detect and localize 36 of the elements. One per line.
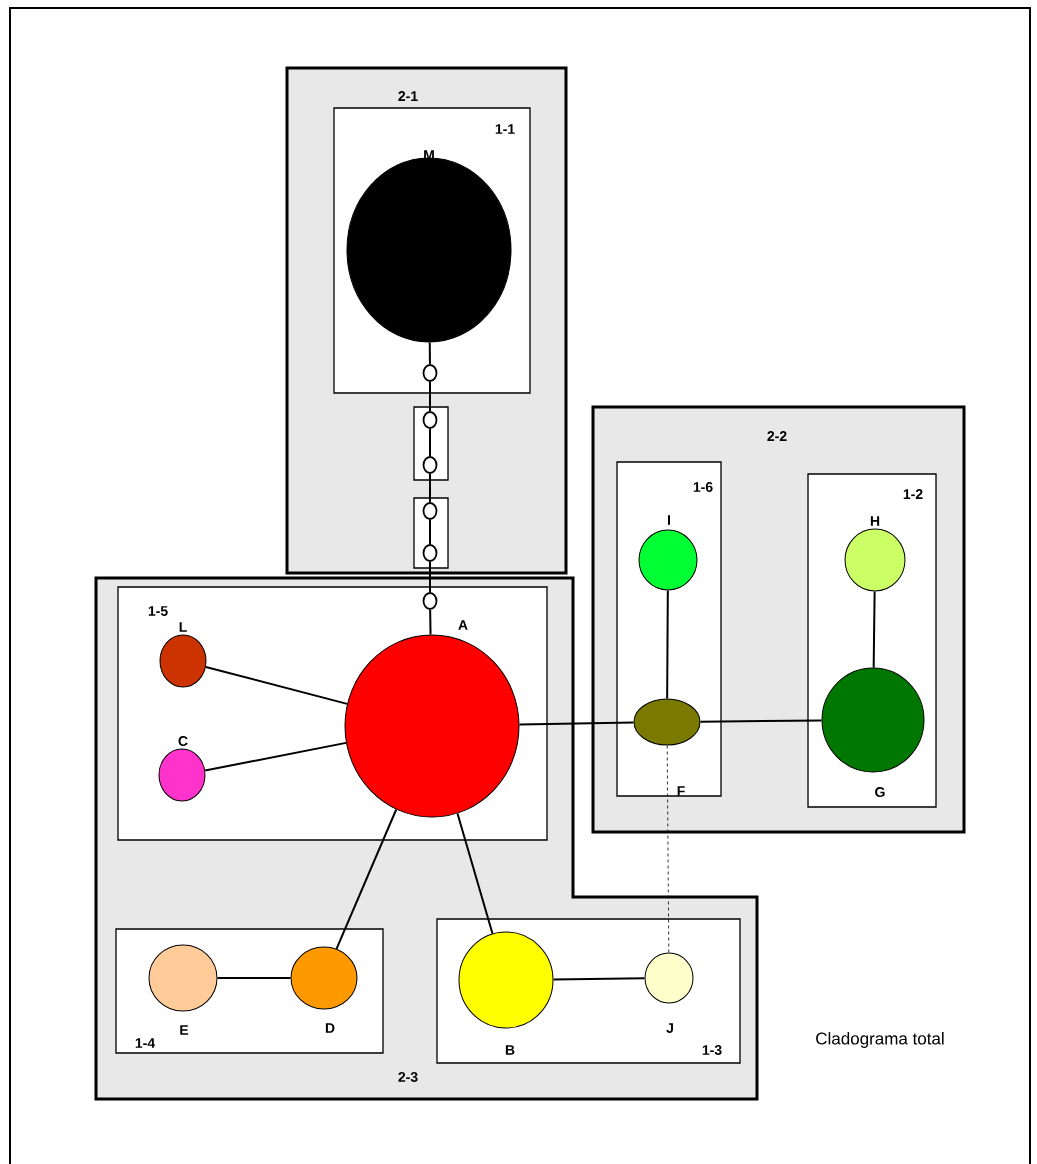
network-line [518,721,635,726]
network-line [666,745,670,953]
network-line [429,518,431,546]
network-line [456,812,494,935]
step-circle [422,364,438,382]
node-label: E [180,1025,189,1035]
node-label: L [179,622,187,632]
step-circle [422,502,438,520]
node-label: F [677,786,685,796]
node-label: I [668,515,671,525]
step-circle [422,544,438,562]
network-line [204,666,349,705]
node-label: C [178,736,188,746]
node-label: J [666,1023,673,1033]
step-circle [422,411,438,429]
network-line [429,380,431,413]
node-label: A [458,620,468,630]
node-label: D [325,1023,335,1033]
node-label: B [505,1045,515,1055]
network-line [429,608,432,636]
caption-text: Cladograma total [816,1032,944,1048]
step-circle [422,592,438,610]
node-label: H [870,516,880,526]
network-line [429,472,431,504]
network-line [666,589,669,700]
node-label: G [875,787,885,797]
network-line [429,427,431,458]
network-line [335,808,398,950]
network-line [552,977,646,981]
network-line [699,719,823,723]
network-line [872,590,876,669]
network-line [204,741,347,772]
network-line [216,977,292,979]
step-circle [422,456,438,474]
network-line [428,341,431,366]
network-line [429,560,431,594]
